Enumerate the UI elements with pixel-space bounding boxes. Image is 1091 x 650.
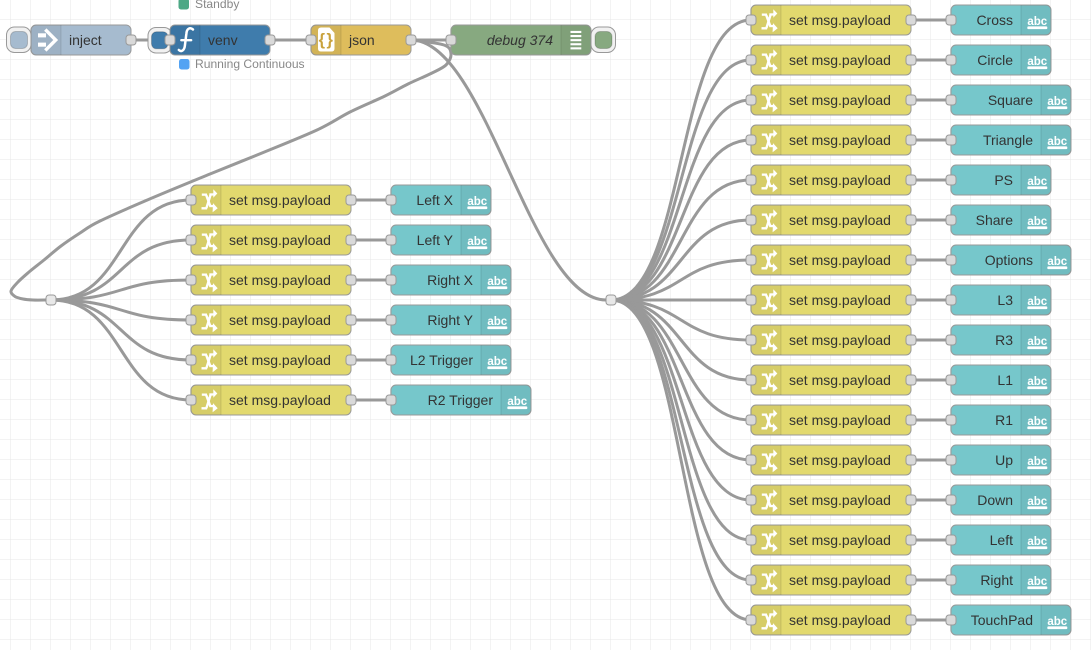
svg-text:Triangle: Triangle xyxy=(983,132,1033,148)
svg-text:set msg.payload: set msg.payload xyxy=(789,12,891,28)
svg-text:Left Y: Left Y xyxy=(417,232,454,248)
svg-text:set msg.payload: set msg.payload xyxy=(789,292,891,308)
svg-text:R1: R1 xyxy=(995,412,1013,428)
svg-text:L1: L1 xyxy=(997,372,1013,388)
svg-text:set msg.payload: set msg.payload xyxy=(229,392,331,408)
svg-text:Share: Share xyxy=(976,212,1014,228)
svg-text:set msg.payload: set msg.payload xyxy=(789,52,891,68)
svg-text:Circle: Circle xyxy=(977,52,1013,68)
svg-text:set msg.payload: set msg.payload xyxy=(789,332,891,348)
svg-text:inject: inject xyxy=(69,32,102,48)
svg-text:set msg.payload: set msg.payload xyxy=(229,312,331,328)
svg-text:Up: Up xyxy=(995,452,1013,468)
svg-text:set msg.payload: set msg.payload xyxy=(789,612,891,628)
svg-text:Down: Down xyxy=(977,492,1013,508)
svg-text:json: json xyxy=(348,32,375,48)
svg-text:Right: Right xyxy=(980,572,1013,588)
svg-text:set msg.payload: set msg.payload xyxy=(789,572,891,588)
svg-text:TouchPad: TouchPad xyxy=(971,612,1033,628)
svg-text:set msg.payload: set msg.payload xyxy=(789,252,891,268)
svg-text:Right Y: Right Y xyxy=(427,312,473,328)
svg-text:set msg.payload: set msg.payload xyxy=(789,492,891,508)
svg-text:R3: R3 xyxy=(995,332,1013,348)
svg-text:set msg.payload: set msg.payload xyxy=(229,192,331,208)
svg-text:Left X: Left X xyxy=(416,192,453,208)
svg-text:Square: Square xyxy=(988,92,1033,108)
svg-text:set msg.payload: set msg.payload xyxy=(789,92,891,108)
svg-text:PS: PS xyxy=(994,172,1013,188)
svg-text:Standby: Standby xyxy=(195,0,240,11)
svg-text:Running Continuous: Running Continuous xyxy=(195,57,305,71)
svg-text:{}: {} xyxy=(319,31,335,49)
svg-text:Options: Options xyxy=(985,252,1033,268)
svg-text:set msg.payload: set msg.payload xyxy=(789,532,891,548)
svg-text:venv: venv xyxy=(208,32,238,48)
svg-text:set msg.payload: set msg.payload xyxy=(229,272,331,288)
svg-text:set msg.payload: set msg.payload xyxy=(229,352,331,368)
svg-text:set msg.payload: set msg.payload xyxy=(789,172,891,188)
svg-text:R2 Trigger: R2 Trigger xyxy=(428,392,494,408)
svg-text:debug 374: debug 374 xyxy=(487,32,553,48)
svg-text:Right X: Right X xyxy=(427,272,474,288)
svg-text:set msg.payload: set msg.payload xyxy=(789,452,891,468)
svg-text:set msg.payload: set msg.payload xyxy=(789,412,891,428)
svg-text:set msg.payload: set msg.payload xyxy=(789,132,891,148)
svg-text:L2 Trigger: L2 Trigger xyxy=(410,352,473,368)
svg-text:Left: Left xyxy=(990,532,1013,548)
svg-text:set msg.payload: set msg.payload xyxy=(789,372,891,388)
svg-text:set msg.payload: set msg.payload xyxy=(229,232,331,248)
svg-text:Cross: Cross xyxy=(976,12,1013,28)
svg-text:L3: L3 xyxy=(997,292,1013,308)
svg-text:set msg.payload: set msg.payload xyxy=(789,212,891,228)
